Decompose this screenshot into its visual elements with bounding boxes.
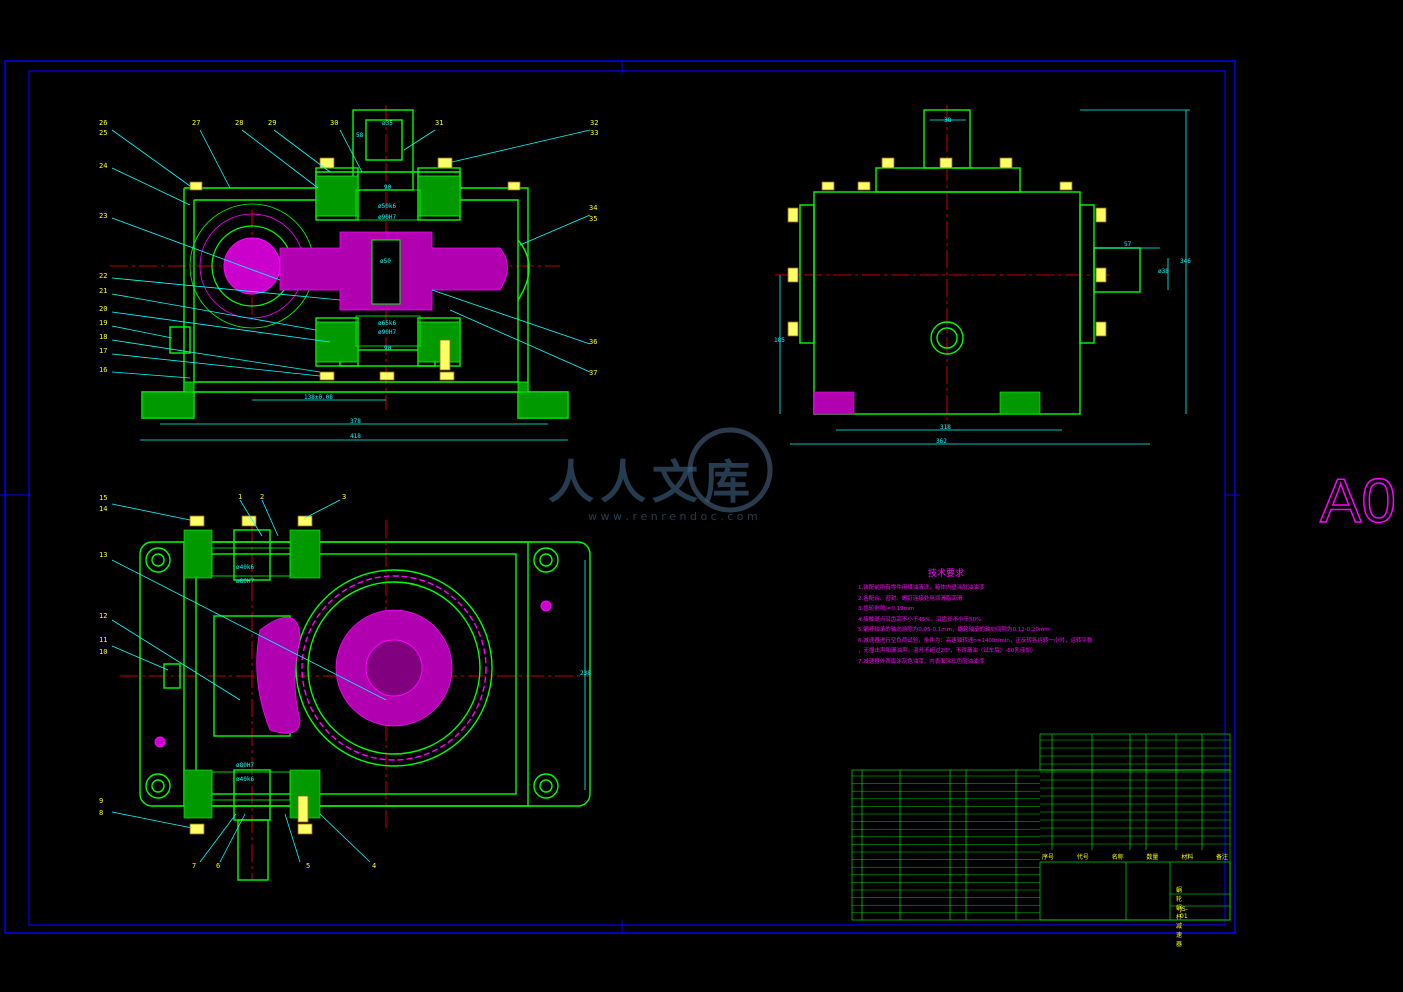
bom-rows xyxy=(852,739,1230,913)
top-view xyxy=(111,499,591,881)
side-view xyxy=(775,105,1190,445)
front-view xyxy=(110,105,569,441)
sheet-frame xyxy=(0,60,1240,934)
bom-table xyxy=(851,733,1231,921)
sheet-size-label: A0 xyxy=(1320,467,1396,536)
front-view-leaders xyxy=(111,129,591,379)
watermark xyxy=(687,427,773,513)
